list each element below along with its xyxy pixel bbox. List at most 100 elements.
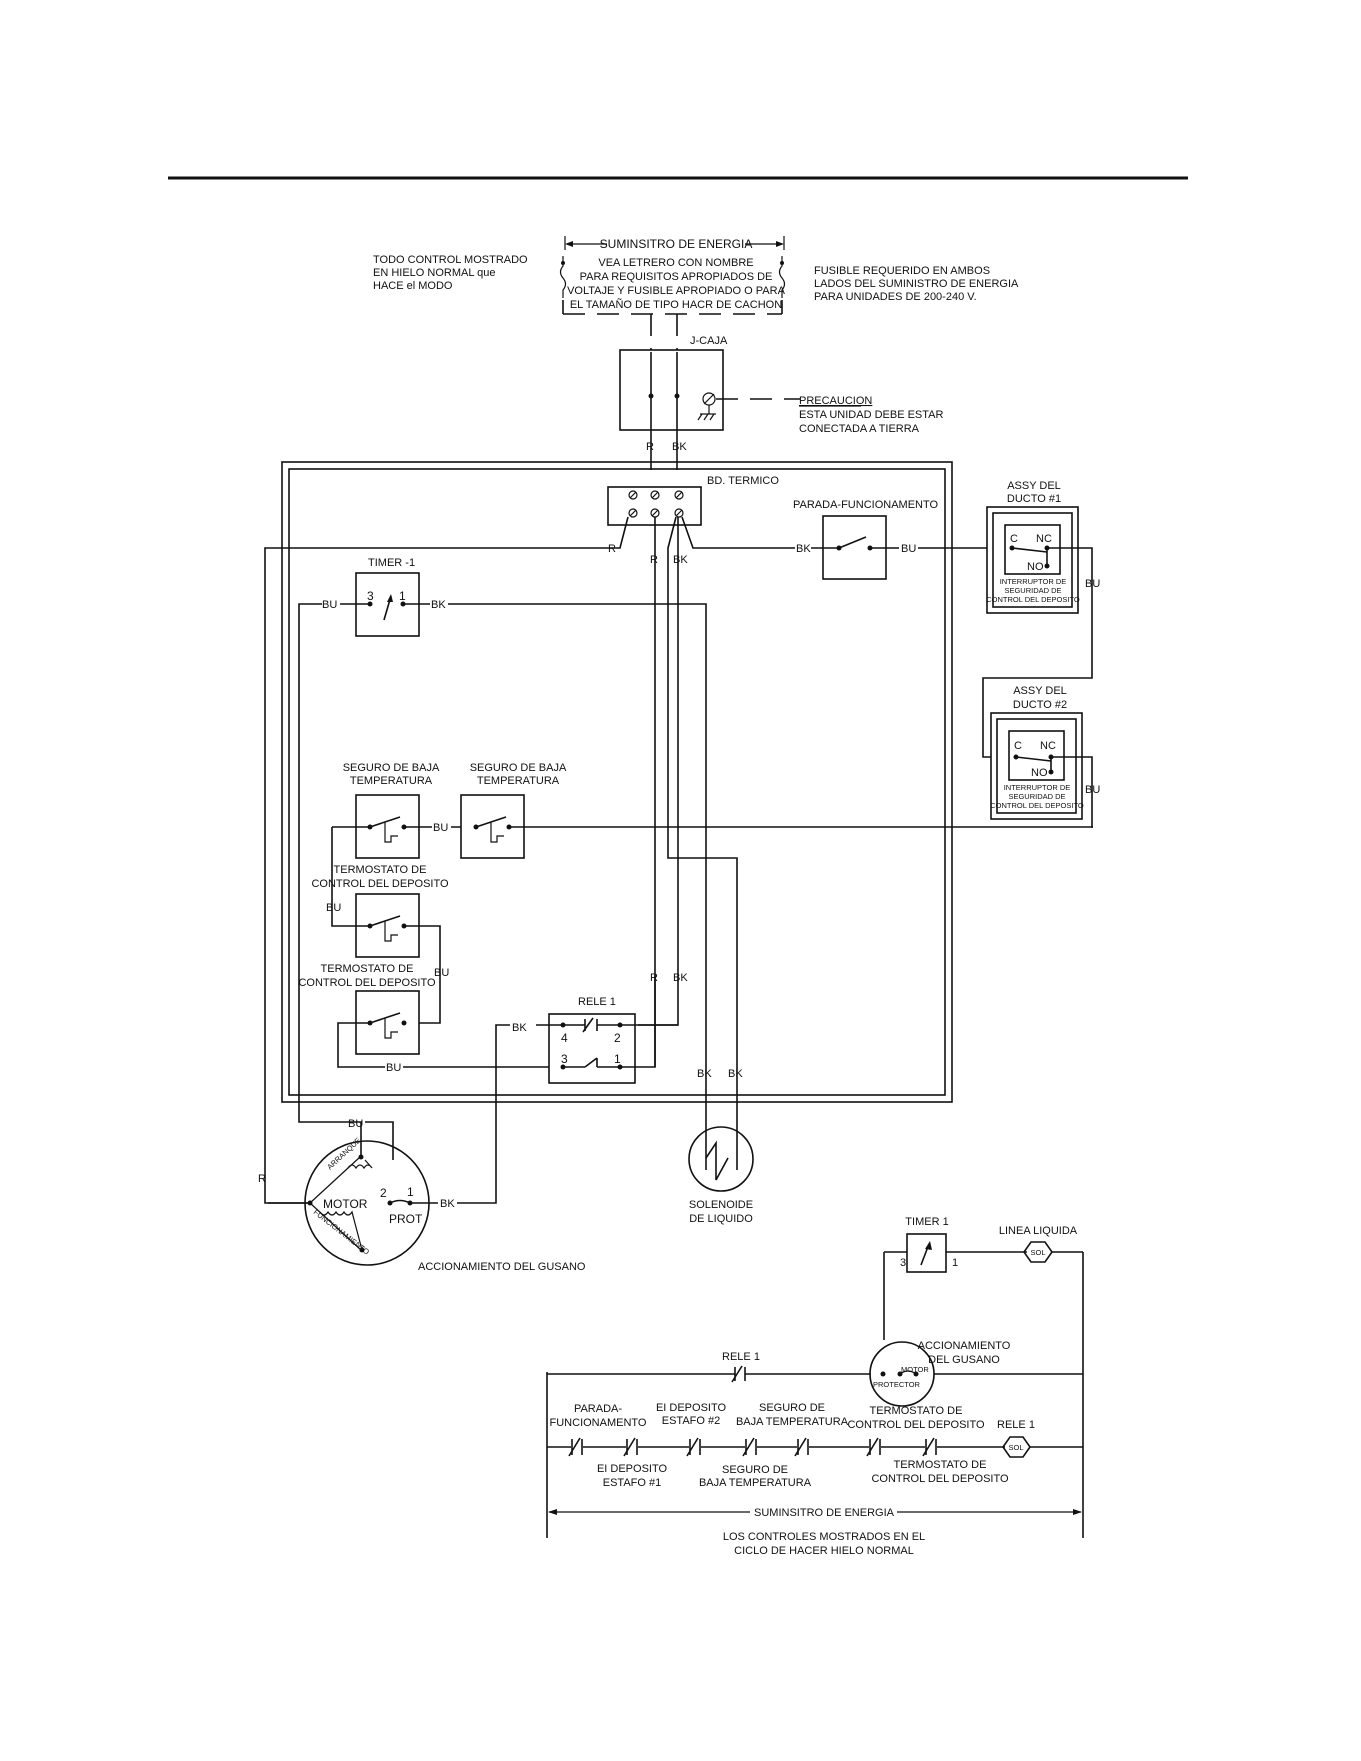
ladder-termostato-top-1: TERMOSTATO DE (870, 1405, 963, 1417)
note-fusible-line-2: LADOS DEL SUMINISTRO DE ENERGIA (814, 278, 1019, 290)
termostato-1-line-2: CONTROL DEL DEPOSITO (311, 878, 449, 890)
ladder-timer-terminal-3: 3 (900, 1257, 906, 1269)
assy-1-nc: NC (1036, 533, 1052, 545)
seguro-1-line-2: TEMPERATURA (350, 775, 433, 787)
note-fusible: FUSIBLE REQUERIDO EN AMBOS LADOS DEL SUM… (814, 265, 1019, 303)
ladder-deposito2-2: ESTAFO #2 (662, 1415, 720, 1427)
wire-bu-motor: BU (348, 1118, 363, 1130)
ladder-footer-2: CICLO DE HACER HIELO NORMAL (734, 1545, 914, 1557)
wire-bk-rele: BK (673, 972, 688, 984)
stop-run-switch: PARADA-FUNCIONAMENTO BU (793, 499, 1020, 580)
motor-prot: PROT (389, 1212, 423, 1226)
wire-bk-top: BK (672, 441, 687, 453)
supply-line-4: EL TAMAÑO DE TIPO HACR DE CACHON (570, 298, 782, 311)
ladder-diagram: TIMER 1 3 1 LINEA LIQUIDA SOL RELE 1 PRO… (546, 1216, 1084, 1557)
ladder-termostato-bottom-1: TERMOSTATO DE (894, 1459, 987, 1471)
low-temp-safety-1: SEGURO DE BAJA TEMPERATURA BU (332, 762, 476, 859)
ladder-contacts (568, 1437, 937, 1457)
assy-2-nc: NC (1040, 740, 1056, 752)
wire-r-rele: R (650, 972, 658, 984)
termostato-2-line-1: TERMOSTATO DE (321, 963, 414, 975)
low-temp-safety-2: SEGURO DE BAJA TEMPERATURA (460, 762, 1093, 859)
wire-bk-rele-left: BK (512, 1022, 527, 1034)
seguro-2-line-2: TEMPERATURA (477, 775, 560, 787)
note-todo-control: TODO CONTROL MOSTRADO EN HIELO NORMAL qu… (373, 254, 528, 292)
thermal-board: BD. TERMICO (607, 475, 779, 526)
ladder-timer-label: TIMER 1 (905, 1216, 948, 1228)
ladder-seguro-top-2: BAJA TEMPERATURA (736, 1416, 849, 1428)
wire-bu-timer: BU (322, 599, 337, 611)
assy-1-int-1: INTERRUPTOR DE (1000, 577, 1067, 586)
wire-bu-assy-1: BU (1085, 578, 1100, 590)
solenoide-line-2: DE LIQUIDO (689, 1213, 753, 1225)
note-fusible-line-3: PARA UNIDADES DE 200-240 V. (814, 291, 977, 303)
assy-2-line-1: ASSY DEL (1013, 685, 1067, 697)
supply-line-2: PARA REQUISITOS APROPIADOS DE (580, 271, 773, 283)
supply-line-1: VEA LETRERO CON NOMBRE (598, 257, 753, 269)
wire-bk-center: BK (673, 554, 688, 566)
wire-bu-parada: BU (901, 543, 916, 555)
rele-terminal-2: 2 (614, 1031, 621, 1045)
parada-label: PARADA-FUNCIONAMENTO (793, 499, 938, 511)
seguro-1-line-1: SEGURO DE BAJA (343, 762, 440, 774)
bin-duct-assembly-2: ASSY DEL DUCTO #2 C NC NO INTERRUPTOR DE… (990, 685, 1100, 828)
timer-1-label: TIMER -1 (368, 557, 415, 569)
motor-terminal-2: 2 (380, 1186, 387, 1200)
assy-1-line-1: ASSY DEL (1007, 480, 1061, 492)
wire-bk-motor: BK (440, 1198, 455, 1210)
bin-thermostat-1: TERMOSTATO DE CONTROL DEL DEPOSITO BU BU (311, 827, 449, 1024)
wire-bk-timer: BK (431, 599, 446, 611)
assy-2-int-2: SEGURIDAD DE (1008, 792, 1065, 801)
wire-bk-parada: BK (796, 543, 811, 555)
wire-r-top: R (646, 441, 654, 453)
precaucion-title: PRECAUCION (799, 395, 872, 407)
timer-1: TIMER -1 3 1 BU BK (298, 557, 707, 1157)
wire-bu-assy-2: BU (1085, 784, 1100, 796)
accionamiento-label: ACCIONAMIENTO DEL GUSANO (418, 1261, 586, 1273)
ladder-deposito2-1: EI DEPOSITO (656, 1402, 727, 1414)
rele-terminal-4: 4 (561, 1031, 568, 1045)
precaucion-line-2: CONECTADA A TIERRA (799, 423, 920, 435)
wire-bu-seguro: BU (433, 822, 448, 834)
ladder-seguro-bottom-1: SEGURO DE (722, 1464, 788, 1476)
precaucion-line-1: ESTA UNIDAD DEBE ESTAR (799, 409, 944, 421)
control-enclosure-outer (281, 461, 953, 1103)
assy-1-no: NO (1027, 561, 1044, 573)
wire-bk-sol-2: BK (728, 1068, 743, 1080)
supply-line-3: VOLTAJE Y FUSIBLE APROPIADO O PARA (567, 285, 785, 297)
ladder-termostato-bottom-2: CONTROL DEL DEPOSITO (871, 1473, 1009, 1485)
assy-2-c: C (1014, 740, 1022, 752)
ladder-parada-1: PARADA- (574, 1403, 622, 1415)
seguro-2-line-1: SEGURO DE BAJA (470, 762, 567, 774)
wire-bu-rele: BU (386, 1062, 401, 1074)
ladder-linea-liquida: LINEA LIQUIDA (999, 1225, 1078, 1237)
ladder-timer-terminal-1: 1 (952, 1257, 958, 1269)
motor-label: MOTOR (323, 1197, 368, 1211)
timer-1-terminal-3: 3 (367, 589, 374, 603)
termostato-2-line-2: CONTROL DEL DEPOSITO (298, 977, 436, 989)
ladder-motor: MOTOR (901, 1365, 929, 1374)
assy-1-int-2: SEGURIDAD DE (1004, 586, 1061, 595)
note-todo-line-2: EN HIELO NORMAL que (373, 267, 495, 279)
rele-terminal-3: 3 (561, 1052, 568, 1066)
wire-r-left: R (608, 543, 616, 555)
ladder-deposito1-1: EI DEPOSITO (597, 1463, 668, 1475)
wire-r-center: R (650, 554, 658, 566)
ladder-linea-sol: SOL (1030, 1248, 1045, 1257)
termostato-1-line-1: TERMOSTATO DE (334, 864, 427, 876)
wire-bk-sol-1: BK (697, 1068, 712, 1080)
rele-terminal-1: 1 (614, 1052, 621, 1066)
motor-terminal-1: 1 (407, 1185, 414, 1199)
ladder-rele-top: RELE 1 (722, 1351, 760, 1363)
junction-box: J-CAJA R BK (619, 314, 800, 470)
ladder-rele-sol: SOL (1008, 1443, 1023, 1452)
assy-2-no: NO (1031, 767, 1048, 779)
ground-icon (697, 392, 716, 421)
liquid-solenoid: SOLENOIDE DE LIQUIDO (688, 1126, 754, 1225)
timer-1-terminal-1: 1 (399, 589, 406, 603)
relay-1: RELE 1 4 2 3 1 R BK BK (457, 972, 688, 1204)
auger-motor: ARRANQUE FUNCIONAMIENTO MOTOR 2 1 PROT B… (258, 1136, 586, 1273)
ladder-protector: PROTECTOR (873, 1380, 921, 1389)
wire-bu-termostato-1: BU (326, 902, 341, 914)
